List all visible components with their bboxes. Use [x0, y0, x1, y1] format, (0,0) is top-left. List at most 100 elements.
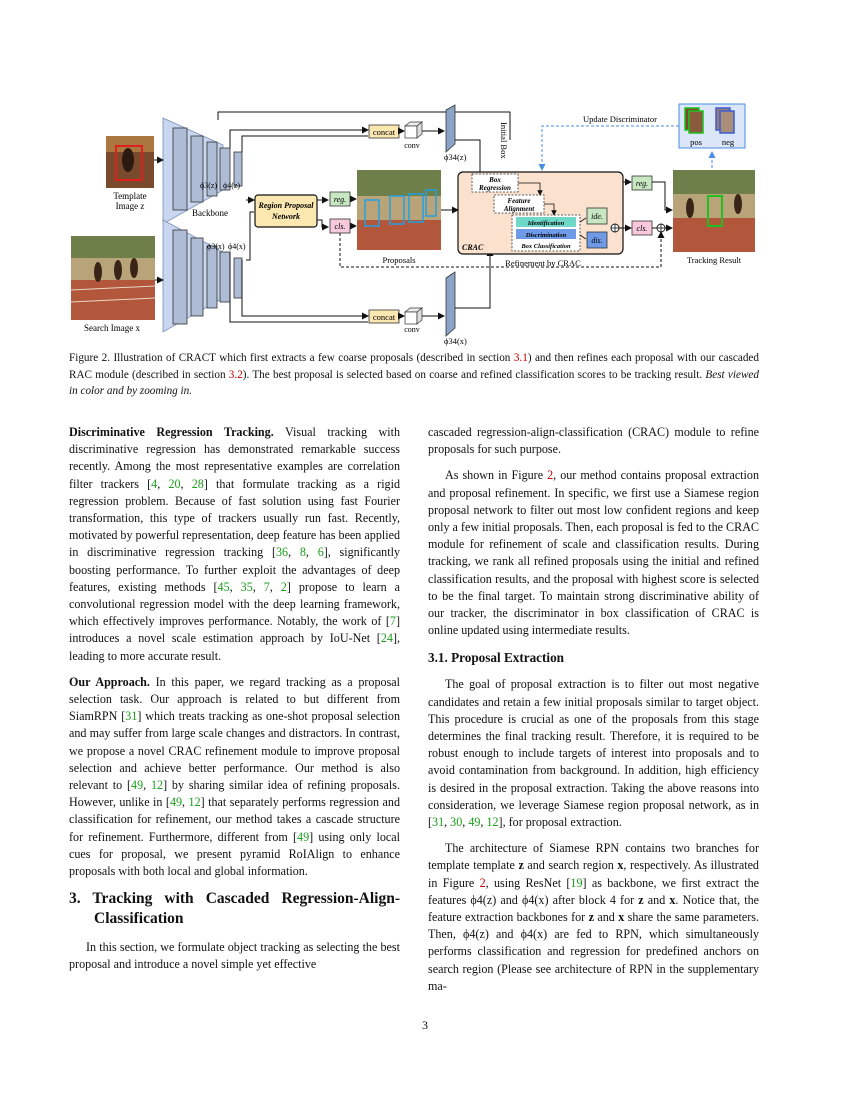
phi3z-label: ϕ3(z) — [200, 181, 217, 190]
text: ] that formulate tracking as a rigid reg… — [69, 476, 401, 560]
backbone-label: Backbone — [192, 208, 228, 218]
citation[interactable]: 12 — [188, 795, 201, 810]
text: and search region — [523, 858, 618, 873]
math-symbol: x — [669, 892, 676, 907]
text: and — [643, 892, 670, 907]
caption-italic: Best viewed in color and by zooming in. — [69, 368, 759, 398]
discrimination-label: Discrimination — [525, 232, 567, 239]
backbone-top-layers — [172, 127, 243, 211]
conv-top-label: conv — [404, 141, 420, 150]
citation[interactable]: 35 — [240, 579, 253, 594]
text: The architecture of Siamese RPN contains… — [428, 841, 759, 873]
phi34-bottom-label: ϕ34(x) — [444, 336, 467, 346]
math-symbol: z — [638, 892, 644, 907]
phi34-top-tensor — [445, 104, 456, 153]
concat-top-label: concat — [373, 127, 396, 137]
citation[interactable]: 30 — [450, 815, 463, 830]
text: As shown in Figure — [445, 468, 548, 483]
concat-bottom-label: concat — [373, 312, 396, 322]
text: ] that separately performs regression an… — [69, 795, 401, 844]
paragraph-crac-intro: cascaded regression-align-classification… — [428, 425, 759, 457]
ide-label: ide. — [591, 212, 603, 221]
paragraph-lead: Our Approach. — [69, 674, 150, 689]
text: Visual tracking with discriminative regr… — [69, 425, 400, 491]
text: , our method contains proposal extractio… — [428, 468, 759, 638]
template-label: Template — [113, 191, 146, 201]
citation[interactable]: 31 — [125, 709, 138, 724]
citation[interactable]: 36 — [275, 545, 289, 560]
citation[interactable]: 2 — [280, 579, 287, 594]
caption-ref-section-3-1[interactable]: 3.1 — [513, 352, 528, 364]
figure-ref[interactable]: 2 — [547, 468, 554, 483]
text: ], for proposal extraction. — [498, 815, 622, 830]
right-column: cascaded regression-align-classification… — [428, 424, 759, 1004]
page-number: 3 — [422, 1018, 428, 1032]
text: In this paper, we regard tracking as a p… — [69, 674, 401, 724]
neg-sample-2 — [719, 110, 735, 134]
proposals-label: Proposals — [382, 255, 415, 265]
citation[interactable]: 6 — [317, 545, 324, 560]
math-symbol: z — [588, 910, 594, 925]
citation[interactable]: 19 — [570, 875, 583, 890]
citation[interactable]: 12 — [486, 815, 499, 830]
subsection-heading-3-1: 3.1. Proposal Extraction — [428, 650, 565, 666]
figure-caption: Figure 2. Illustration of CRACT which fi… — [69, 350, 759, 400]
dis-box — [586, 231, 608, 249]
box-regression-label-1: Box — [488, 176, 501, 184]
reg-right-label: reg. — [636, 179, 648, 188]
citation[interactable]: 12 — [150, 778, 164, 793]
refinement-label: Refinement by CRAC — [505, 258, 581, 268]
citation[interactable]: 49 — [169, 795, 183, 810]
text: . Notice that, the feature extraction ba… — [428, 892, 759, 925]
caption-ref-section-3-2[interactable]: 3.2 — [228, 368, 243, 381]
feature-alignment-label-2: Alignment — [503, 205, 535, 213]
rpn-label-line1: Region Proposal — [258, 201, 315, 210]
math-symbol: x — [617, 858, 624, 873]
reg-right-box — [631, 175, 653, 191]
discrimination-bar — [516, 229, 576, 239]
update-discriminator-label: Update Discriminator — [583, 114, 657, 124]
paragraph-proposal-goal: The goal of proposal extraction is to fi… — [428, 677, 759, 830]
text: ], significantly boosting performance. T… — [69, 545, 400, 594]
citation[interactable]: 8 — [299, 545, 306, 560]
paragraph-overview: As shown in Figure 2, our method contain… — [428, 467, 759, 639]
citation[interactable]: 7 — [263, 579, 270, 594]
conv-bottom-cube — [404, 307, 423, 325]
text: ] as backbone, we first extract the feat… — [428, 875, 760, 907]
citation[interactable]: 31 — [432, 815, 445, 830]
paragraph-discriminative-regression: Discriminative Regression Tracking. Visu… — [69, 425, 401, 663]
math-symbol: z — [518, 858, 524, 873]
citation[interactable]: 45 — [217, 579, 230, 594]
conv-top-cube — [404, 121, 423, 139]
rpn-label-line2: Network — [271, 212, 300, 221]
text: ], leading to more accurate result. — [69, 631, 400, 663]
architecture-figure: Template Image z Search Image x ϕ3(z) ϕ4… — [70, 103, 755, 346]
text: ] introduces a novel scale estimation ap… — [69, 614, 400, 646]
text: , using ResNet [ — [485, 875, 571, 890]
citation[interactable]: 20 — [168, 476, 181, 491]
citation[interactable]: 4 — [151, 476, 158, 491]
citation[interactable]: 49 — [131, 778, 144, 793]
search-image — [70, 236, 156, 320]
math-symbol: x — [618, 910, 625, 925]
citation[interactable]: 7 — [389, 614, 396, 629]
dis-label: dis. — [591, 236, 602, 245]
citation[interactable]: 28 — [191, 476, 204, 491]
identification-label: Identification — [527, 220, 565, 227]
text: ] using only local cues for proposal, we… — [69, 829, 400, 879]
citation[interactable]: 49 — [297, 829, 310, 844]
text: share the same parameters. Then, ϕ4(z) a… — [428, 910, 759, 993]
tracking-result-label: Tracking Result — [687, 255, 742, 265]
text: ] by sharing similar idea of refining pr… — [69, 778, 400, 810]
ide-box — [586, 207, 608, 225]
figure-ref[interactable]: 2 — [479, 875, 486, 890]
box-regression-box — [471, 173, 519, 193]
cls-right-label: cls. — [637, 224, 648, 233]
text: and — [593, 910, 619, 925]
citation[interactable]: 49 — [468, 815, 481, 830]
paragraph-section-intro: In this section, we formulate object tra… — [69, 940, 400, 972]
template-image-label: Image z — [116, 201, 145, 211]
citation[interactable]: 24 — [380, 631, 393, 646]
neg-label: neg — [722, 137, 735, 147]
